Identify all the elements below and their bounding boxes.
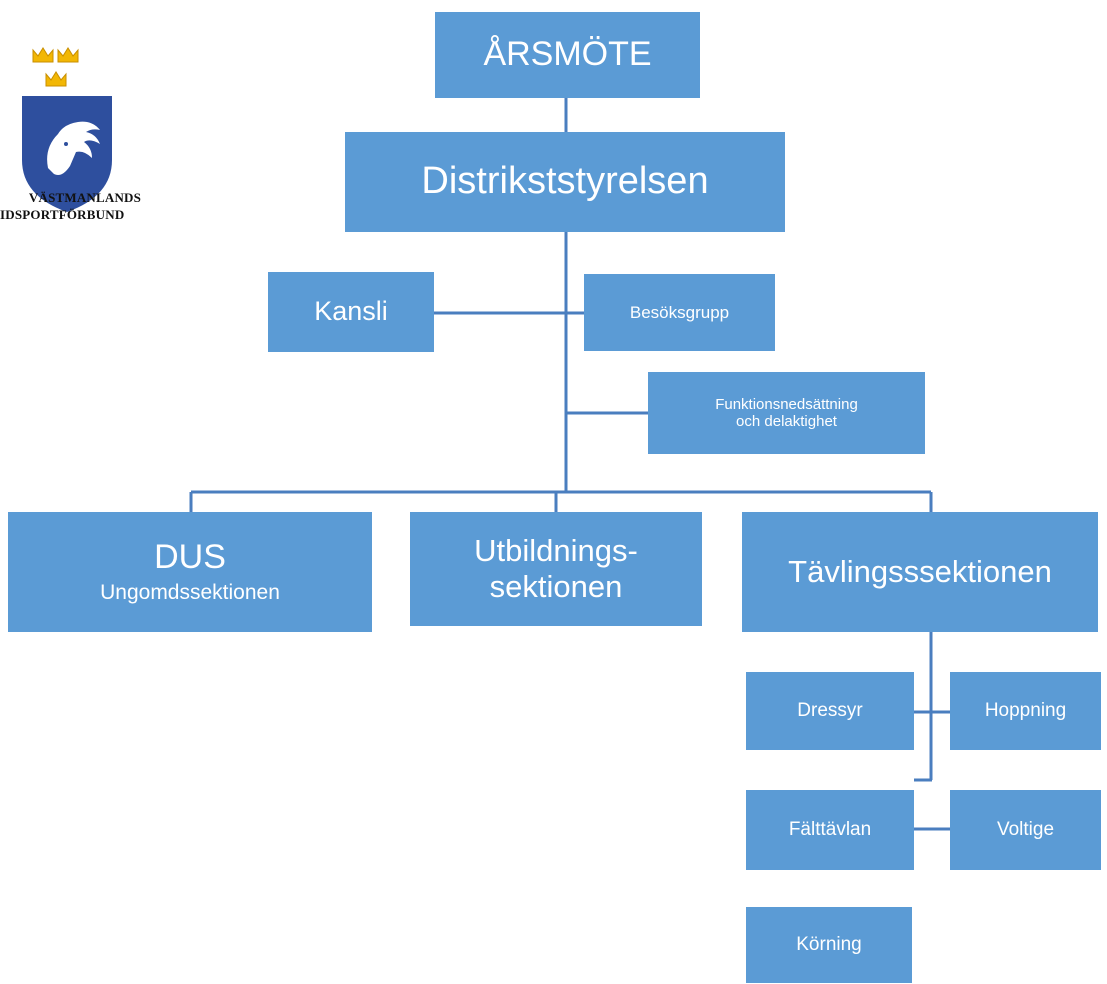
crown-icon [45, 71, 67, 87]
node-dressyr-label: Dressyr [797, 700, 863, 722]
node-funktion-line1: Funktionsnedsättning [715, 395, 858, 413]
node-utbildning-line2: sektionen [489, 569, 623, 604]
node-utbildning-line1: Utbildnings- [474, 533, 638, 569]
node-arsmote: ÅRSMÖTE [435, 12, 700, 98]
node-falttavlan: Fälttävlan [746, 790, 914, 870]
node-dus-title: DUS [154, 538, 226, 577]
node-dressyr: Dressyr [746, 672, 914, 750]
node-tavling-label: Tävlingsssektionen [788, 554, 1052, 590]
node-falttavlan-label: Fälttävlan [788, 819, 872, 841]
coat-of-arms-icon [22, 47, 112, 212]
node-hoppning: Hoppning [950, 672, 1101, 750]
node-korning-label: Körning [796, 934, 862, 956]
horse-head-icon [47, 121, 100, 175]
crown-icon [32, 47, 54, 63]
node-styrelse: Distrikststyrelsen [345, 132, 785, 232]
node-dus-subtitle: Ungomdssektionen [100, 581, 280, 605]
node-hoppning-label: Hoppning [984, 700, 1067, 722]
node-tavling: Tävlingsssektionen [742, 512, 1098, 632]
node-funktion: Funktionsnedsättning och delaktighet [648, 372, 925, 454]
crown-icon [57, 47, 79, 63]
node-utbildning: Utbildnings- sektionen [410, 512, 702, 626]
node-voltige: Voltige [950, 790, 1101, 870]
node-arsmote-label: ÅRSMÖTE [483, 35, 652, 74]
node-funktion-line2: och delaktighet [736, 413, 837, 430]
node-kansli: Kansli [268, 272, 434, 352]
node-korning: Körning [746, 907, 912, 983]
logo-text-line2: IDSPORTFÖRBUND [0, 207, 125, 222]
node-styrelse-label: Distrikststyrelsen [421, 160, 709, 203]
node-besoksgrupp: Besöksgrupp [584, 274, 775, 351]
district-logo: VÄSTMANLANDS IDSPORTFÖRBUND [0, 40, 170, 240]
node-voltige-label: Voltige [996, 819, 1055, 841]
node-kansli-label: Kansli [314, 296, 388, 327]
node-dus: DUS Ungomdssektionen [8, 512, 372, 632]
node-besoksgrupp-label: Besöksgrupp [629, 302, 730, 322]
logo-text-line1: VÄSTMANLANDS [28, 190, 142, 205]
